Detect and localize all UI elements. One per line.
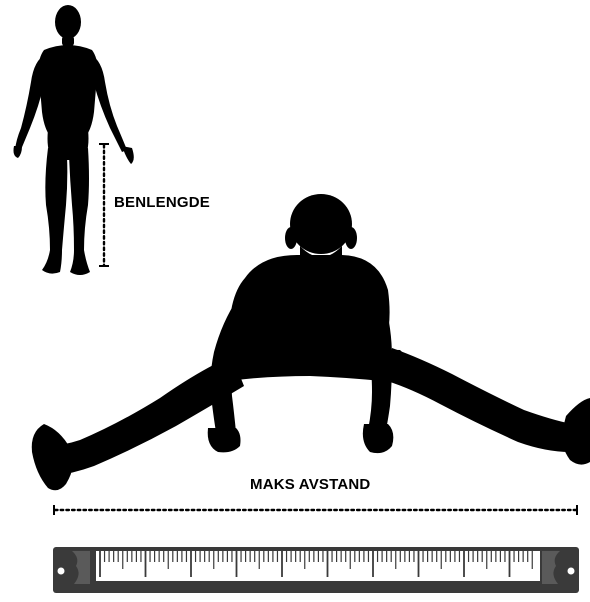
max-distance-label: MAKS AVSTAND bbox=[250, 476, 370, 493]
ruler-icon bbox=[53, 547, 579, 593]
max-distance-indicator bbox=[54, 505, 577, 515]
standing-person-icon bbox=[14, 5, 134, 275]
leg-length-label: BENLENGDE bbox=[114, 194, 210, 211]
straddle-split-person-icon bbox=[32, 194, 590, 490]
leg-length-indicator bbox=[99, 144, 109, 266]
